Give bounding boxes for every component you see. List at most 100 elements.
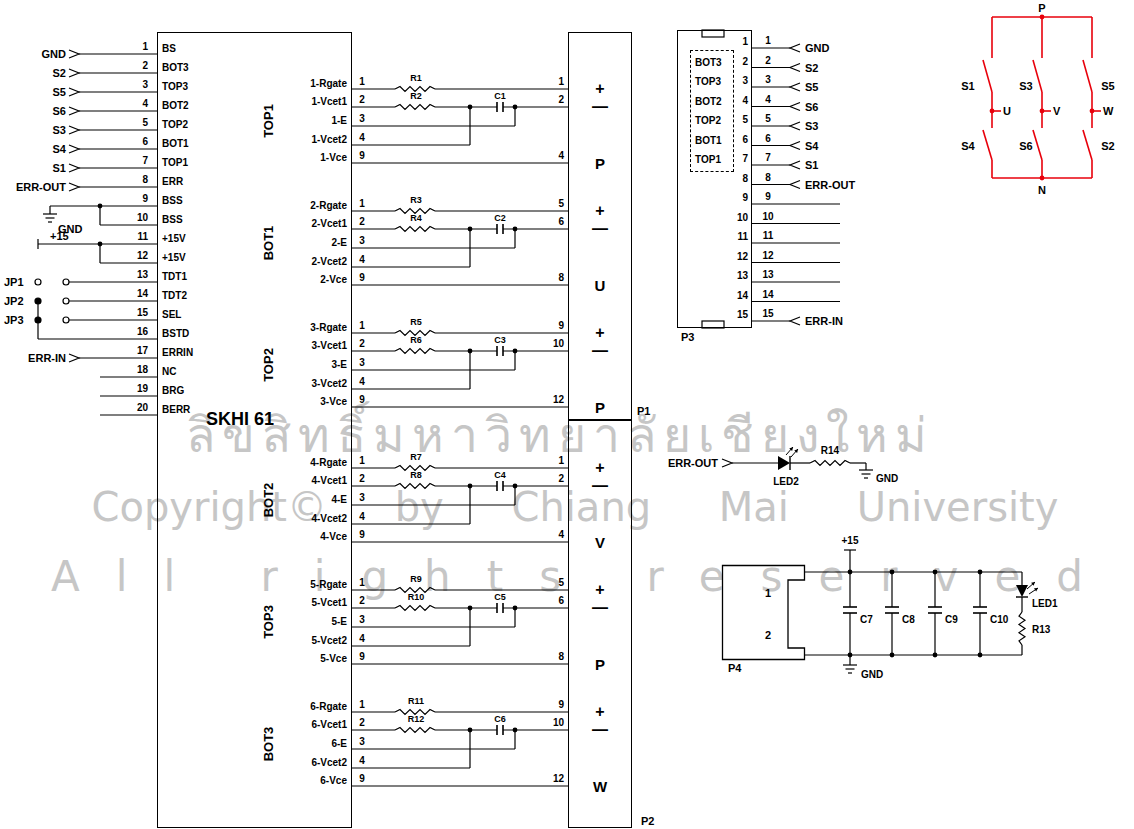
resistor-label: R5 <box>410 318 422 327</box>
wire <box>752 320 790 321</box>
capacitor-label: C4 <box>494 471 506 480</box>
polarity-sign: — <box>592 221 608 237</box>
resistor-symbol <box>810 461 850 466</box>
pin-name: 4-Vcet1 <box>311 476 347 486</box>
pin-name: 6-Vcet2 <box>311 758 347 768</box>
polarity-sign: + <box>595 325 604 341</box>
wire <box>100 414 157 415</box>
wire <box>79 110 157 111</box>
wire <box>435 106 497 107</box>
polarity-sign: + <box>595 582 604 598</box>
wire-connector <box>352 162 568 163</box>
wire <box>352 88 395 89</box>
pin-number: 1 <box>359 578 365 588</box>
wire <box>1021 572 1022 585</box>
wire <box>352 767 470 768</box>
junction-dot <box>468 484 473 489</box>
pin-number: 10 <box>762 212 773 222</box>
wire <box>79 72 157 73</box>
signal-arrow <box>790 122 800 130</box>
wire <box>435 332 568 333</box>
terminal-name: P <box>595 657 605 672</box>
gate-group-label: TOP3 <box>262 605 275 639</box>
jumper-label: JP1 <box>4 277 24 288</box>
pin-number: 14 <box>137 289 148 299</box>
wire <box>435 210 568 211</box>
pin-number: 1 <box>558 456 564 466</box>
light-arrow <box>791 449 798 457</box>
wire <box>352 729 395 730</box>
resistor-label: R3 <box>410 196 422 205</box>
wire <box>352 106 395 107</box>
pin-name: ERR <box>162 177 183 187</box>
polarity-sign: — <box>592 343 608 359</box>
pin-number: 1 <box>558 77 564 87</box>
gate-group-label: TOP1 <box>262 104 275 138</box>
pin-name: 4-E <box>331 495 347 505</box>
wire <box>352 350 395 351</box>
signal-arrow <box>790 181 800 189</box>
wire <box>79 53 157 54</box>
pin-name: BOT1 <box>695 136 722 146</box>
signal-name: S1 <box>805 160 818 171</box>
wire <box>79 186 157 187</box>
pin-name: SEL <box>162 310 181 320</box>
wire <box>934 613 935 655</box>
pin-number: 15 <box>137 308 148 318</box>
pin-name: 1-Vcet2 <box>311 135 347 145</box>
wire <box>352 645 470 646</box>
wire <box>50 205 100 206</box>
pin-number: 3 <box>359 615 365 625</box>
wire <box>352 247 515 248</box>
pin-number: 5 <box>742 115 748 125</box>
resistor-label: R4 <box>410 214 422 223</box>
pin-name: BSS <box>162 215 183 225</box>
pin-number: 2 <box>359 596 365 606</box>
pin-number: 1 <box>742 37 748 47</box>
pin-number: 8 <box>142 175 148 185</box>
wire <box>38 243 157 244</box>
resistor-label: R10 <box>408 593 425 602</box>
wire <box>752 164 790 165</box>
light-arrow <box>1029 588 1038 594</box>
switch-symbol <box>1091 160 1093 178</box>
wire <box>352 228 395 229</box>
pin-number: 1 <box>142 42 148 52</box>
wire <box>849 613 850 655</box>
wire <box>79 167 157 168</box>
wire <box>352 626 515 627</box>
wire <box>849 550 850 572</box>
pin-number: 10 <box>553 718 564 728</box>
pin-name: NC <box>162 367 176 377</box>
wire <box>435 467 568 468</box>
signal-name: ERR-OUT <box>16 182 66 193</box>
jumper-contact <box>35 279 41 285</box>
wire <box>469 486 470 524</box>
wire <box>849 655 850 665</box>
wire <box>352 332 395 333</box>
pin-number: 2 <box>765 630 771 641</box>
wire <box>435 88 568 89</box>
pin-number: 7 <box>742 154 748 164</box>
node-label: N <box>1038 185 1046 196</box>
supply-symbol <box>844 549 856 550</box>
signal-arrow <box>790 317 800 325</box>
pin-number: 4 <box>359 377 365 387</box>
pin-number: 1 <box>359 456 365 466</box>
pin-number: 12 <box>762 251 773 261</box>
pin-name: 3-Vce <box>320 397 347 407</box>
pin-name: TOP3 <box>162 82 188 92</box>
wire <box>469 351 470 389</box>
junction-dot <box>468 349 473 354</box>
pin-number: 4 <box>359 133 365 143</box>
connector-name: P4 <box>728 663 741 674</box>
jumper-label: JP2 <box>4 296 24 307</box>
terminal-name: V <box>595 535 605 550</box>
signal-name: S4 <box>53 144 66 155</box>
pin-name: 5-Vcet1 <box>311 598 347 608</box>
pin-name: 1-Vcet1 <box>311 97 347 107</box>
wire-connector <box>352 785 568 786</box>
pin-name: BRG <box>162 386 184 396</box>
resistor-symbol <box>395 728 435 733</box>
pin-number: 3 <box>359 737 365 747</box>
